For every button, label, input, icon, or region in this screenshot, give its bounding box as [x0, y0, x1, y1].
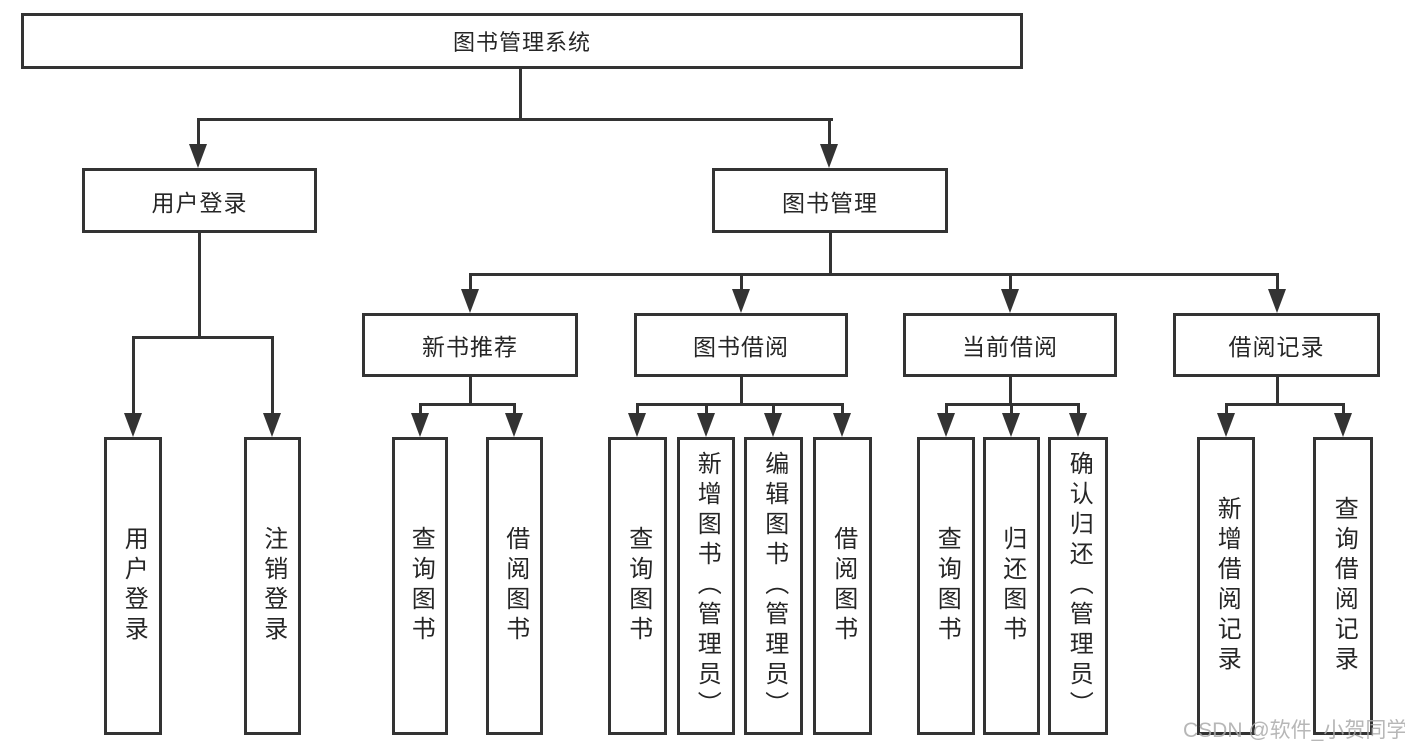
node-book-management: 图书管理	[712, 168, 948, 233]
arrowhead-icon	[189, 144, 207, 168]
arrowhead-icon	[937, 413, 955, 437]
connector-vline	[828, 118, 831, 146]
connector-vline	[519, 69, 522, 118]
leaf-user-login: 用户登录	[104, 437, 162, 735]
node-label: 图书借阅	[693, 334, 789, 360]
connector-vline	[1009, 377, 1012, 403]
leaf-borrow-book-borrowing: 借阅图书	[813, 437, 872, 735]
arrowhead-icon	[820, 144, 838, 168]
leaf-add-borrow-record: 新增借阅记录	[1197, 437, 1255, 735]
node-label: 注销登录	[259, 526, 287, 646]
connector-vline	[705, 403, 708, 414]
arrowhead-icon	[124, 413, 142, 437]
node-new-book-recommend: 新书推荐	[362, 313, 578, 377]
node-book-borrowing: 图书借阅	[634, 313, 848, 377]
leaf-query-book-borrowing: 查询图书	[608, 437, 667, 735]
arrowhead-icon	[263, 413, 281, 437]
connector-vline	[197, 118, 200, 146]
node-label: 当前借阅	[962, 334, 1058, 360]
arrowhead-icon	[833, 413, 851, 437]
node-label: 新书推荐	[422, 334, 518, 360]
leaf-borrow-book-newbook: 借阅图书	[486, 437, 543, 735]
arrowhead-icon	[732, 289, 750, 313]
connector-hline	[197, 118, 833, 121]
arrowhead-icon	[1268, 289, 1286, 313]
connector-vline	[1009, 273, 1012, 291]
leaf-edit-book-admin: 编辑图书（管理员）	[744, 437, 803, 735]
node-label: 查询图书	[407, 526, 435, 646]
arrowhead-icon	[411, 413, 429, 437]
arrowhead-icon	[628, 413, 646, 437]
connector-hline	[469, 273, 1279, 276]
node-user-login: 用户登录	[82, 168, 317, 233]
leaf-query-book-current: 查询图书	[917, 437, 975, 735]
connector-vline	[1276, 377, 1279, 403]
leaf-query-book-newbook: 查询图书	[392, 437, 448, 735]
node-label: 查询图书	[624, 526, 652, 646]
node-current-borrowing: 当前借阅	[903, 313, 1117, 377]
connector-vline	[469, 377, 472, 403]
node-label: 用户登录	[120, 526, 148, 646]
connector-hline	[636, 403, 844, 406]
arrowhead-icon	[1334, 413, 1352, 437]
leaf-query-borrow-record: 查询借阅记录	[1313, 437, 1373, 735]
csdn-watermark: CSDN @软件_小贺同学	[1183, 719, 1405, 742]
connector-vline	[841, 403, 844, 414]
node-label: 查询借阅记录	[1330, 496, 1358, 676]
connector-vline	[469, 273, 472, 291]
node-library-management-system: 图书管理系统	[21, 13, 1023, 69]
connector-vline	[419, 403, 422, 414]
node-label: 图书管理	[782, 189, 878, 216]
connector-hline	[419, 403, 516, 406]
node-label: 借阅图书	[829, 526, 857, 646]
connector-hline	[132, 336, 274, 339]
arrowhead-icon	[1002, 413, 1020, 437]
connector-vline	[1077, 403, 1080, 414]
arrowhead-icon	[1001, 289, 1019, 313]
connector-vline	[740, 377, 743, 403]
arrowhead-icon	[1217, 413, 1235, 437]
connector-vline	[1010, 403, 1013, 414]
leaf-add-book-admin: 新增图书（管理员）	[677, 437, 735, 735]
leaf-logout: 注销登录	[244, 437, 301, 735]
arrowhead-icon	[461, 289, 479, 313]
connector-vline	[945, 403, 948, 414]
connector-vline	[1342, 403, 1345, 414]
leaf-confirm-return-admin: 确认归还（管理员）	[1048, 437, 1108, 735]
connector-vline	[829, 233, 832, 273]
arrowhead-icon	[505, 413, 523, 437]
node-label: 用户登录	[151, 189, 248, 216]
connector-vline	[198, 233, 201, 336]
connector-vline	[513, 403, 516, 414]
node-label: 借阅图书	[501, 526, 529, 646]
connector-vline	[271, 336, 274, 414]
leaf-return-book: 归还图书	[983, 437, 1040, 735]
node-label: 新增图书（管理员）	[693, 451, 721, 721]
connector-vline	[772, 403, 775, 414]
node-label: 查询图书	[933, 526, 961, 646]
node-label: 图书管理系统	[452, 30, 591, 55]
arrowhead-icon	[697, 413, 715, 437]
connector-vline	[636, 403, 639, 414]
arrowhead-icon	[764, 413, 782, 437]
connector-vline	[1276, 273, 1279, 291]
connector-vline	[740, 273, 743, 291]
node-label: 归还图书	[998, 526, 1026, 646]
node-label: 借阅记录	[1228, 334, 1325, 360]
node-label: 确认归还（管理员）	[1065, 451, 1093, 721]
node-borrowing-records: 借阅记录	[1173, 313, 1380, 377]
connector-vline	[1225, 403, 1228, 414]
connector-hline	[1225, 403, 1345, 406]
connector-vline	[132, 336, 135, 414]
node-label: 编辑图书（管理员）	[760, 451, 788, 721]
node-label: 新增借阅记录	[1213, 496, 1241, 676]
arrowhead-icon	[1069, 413, 1087, 437]
